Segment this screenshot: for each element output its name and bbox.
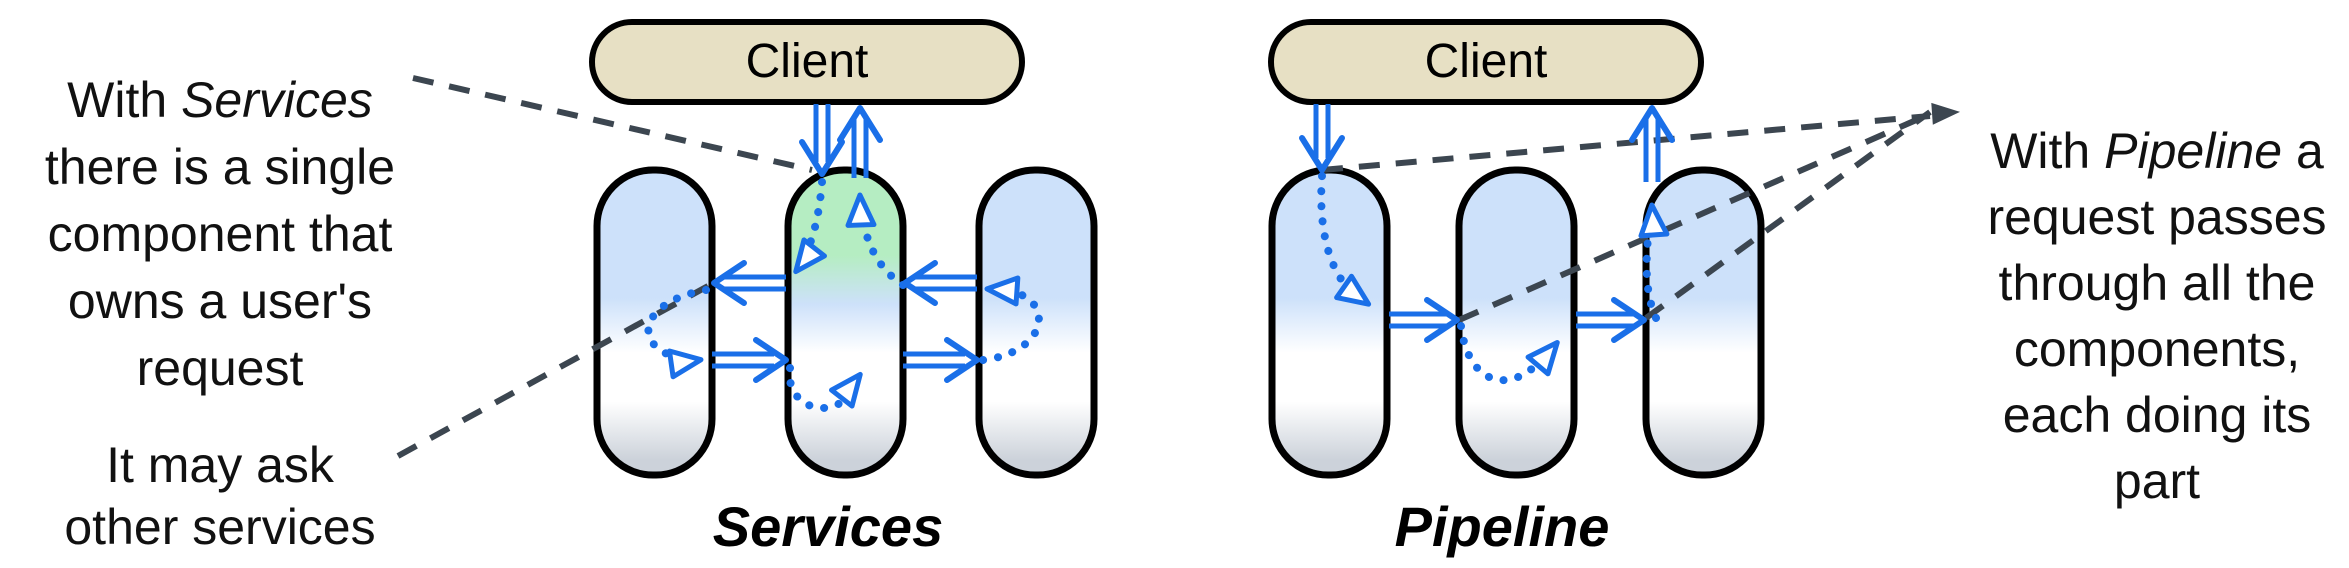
annotation-text-italic: Services — [181, 72, 373, 128]
request-path-head-icon — [666, 348, 704, 380]
arrow-comp2-to-comp3-head-icon — [1611, 297, 1647, 343]
request-path-owner-up — [857, 198, 907, 289]
request-path-head-icon — [793, 237, 827, 275]
services-component-owner — [784, 166, 907, 479]
services-client-label: Client — [745, 35, 869, 88]
request-path-head-icon — [1334, 273, 1372, 307]
arrow-right-to-owner-head-icon — [902, 260, 938, 306]
arrow-comp3-to-client-head-icon — [1629, 105, 1675, 143]
services-client-box — [589, 19, 1025, 105]
services-request-flow — [644, 104, 1043, 412]
arrow-owner-to-client-head-icon — [837, 105, 883, 143]
request-path-left-loop — [644, 286, 710, 365]
request-path-head-icon — [1525, 339, 1560, 377]
arrow-owner-to-right — [903, 351, 965, 369]
annotation-text-segment: With — [1990, 123, 2105, 179]
annotation-text-segment: With — [67, 72, 182, 128]
request-path-head-icon — [845, 192, 877, 228]
services-component-left — [593, 166, 716, 479]
request-path-right-loop — [979, 285, 1043, 364]
services-component-right — [975, 166, 1098, 479]
arrow-left-to-owner — [712, 351, 774, 369]
annotation-connectors — [396, 75, 1960, 459]
arrow-comp1-to-comp2 — [1389, 311, 1447, 329]
request-path-comp2 — [1457, 322, 1554, 385]
request-path-head-icon — [829, 371, 863, 409]
pipeline-component-3 — [1642, 166, 1765, 479]
pipeline-component-2 — [1455, 166, 1578, 479]
arrow-client-to-comp1-head-icon — [1299, 135, 1345, 173]
annotation-text-segment: a request passes through all the compone… — [1987, 123, 2327, 509]
services-caption: Services — [712, 495, 944, 558]
pipeline-component-1 — [1268, 166, 1391, 479]
arrow-owner-to-left — [724, 274, 786, 292]
pipeline-diagram — [1268, 19, 1765, 479]
connector-arrowhead-icon — [1931, 102, 1960, 125]
connector-pipeline-entry-1 — [1321, 113, 1931, 173]
annotation-pipeline-note: With Pipeline a request passes through a… — [1947, 52, 2349, 514]
annotation-services-owner: With Services there is a single componen… — [0, 0, 440, 402]
arrow-client-to-owner-head-icon — [799, 139, 845, 177]
arrow-client-to-comp1 — [1313, 104, 1331, 158]
services-diagram — [589, 19, 1098, 479]
pipeline-request-flow — [1299, 104, 1675, 385]
arrow-comp1-to-comp2-head-icon — [1424, 297, 1460, 343]
arrow-client-to-owner — [813, 104, 831, 162]
pipeline-caption: Pipeline — [1394, 495, 1610, 558]
arrow-right-to-owner — [915, 274, 977, 292]
request-path-owner-down — [795, 178, 826, 270]
arrow-comp3-to-client — [1643, 118, 1661, 182]
arrow-owner-to-left-head-icon — [711, 260, 747, 306]
arrow-left-to-owner-head-icon — [753, 337, 789, 383]
connector-pipeline-entry-2 — [1457, 111, 1932, 323]
arrow-comp2-to-comp3 — [1576, 311, 1634, 329]
annotation-text-segment: It may ask other services for help — [64, 437, 376, 568]
annotation-text-segment: there is a single component that owns a … — [44, 139, 396, 396]
request-path-head-icon — [984, 275, 1021, 307]
annotation-services-help: It may ask other services for help — [0, 372, 440, 568]
connector-owner-note — [412, 75, 813, 173]
annotation-text-italic: Pipeline — [2104, 123, 2283, 179]
pipeline-client-box — [1268, 19, 1704, 105]
arrow-owner-to-client — [851, 116, 869, 178]
arrow-owner-to-right-head-icon — [944, 337, 980, 383]
pipeline-client-label: Client — [1424, 35, 1548, 88]
request-path-head-icon — [1638, 202, 1670, 239]
